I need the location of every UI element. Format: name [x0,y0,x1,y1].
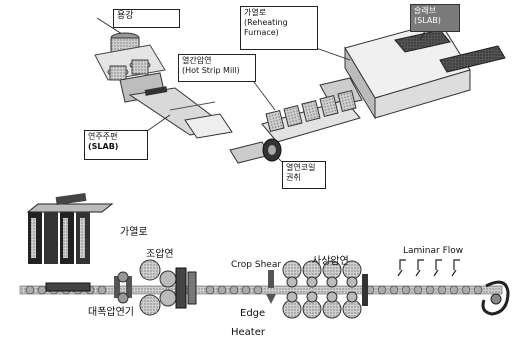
coil-sublabel: 권취 [286,173,301,182]
furnace-sublabel-1: (Reheating [244,18,288,27]
furnace-label-upper: 가열로 [244,8,267,17]
callout-reheating-furnace: 가열로 (Reheating Furnace) [240,6,318,50]
coil-illustration [262,138,282,162]
caster-label: 연주주편 [88,132,118,141]
width-press-label: 대폭압연기 [88,307,134,318]
width-press-illustration [114,271,132,304]
slab-sublabel: (SLAB) [414,16,441,25]
hsm-sublabel: (Hot Strip Mill) [182,66,240,75]
finishing-mill-illustration [282,260,368,319]
edge-heater-label-line2: Heater [231,327,265,338]
crop-shear-label: Crop Shear [231,260,282,270]
hsm-label: 열간압연 [182,56,212,65]
hot-strip-mill-illustration [229,89,361,164]
furnace-block-illustration [26,192,114,264]
callout-slab: 슬래브 (SLAB) [410,4,460,32]
crop-shear-illustration [266,270,276,304]
laminar-flow-sprays [397,259,460,277]
roller-table [19,285,503,295]
callout-coil: 열연코일 권취 [282,161,326,189]
caster-sublabel: (SLAB) [88,142,119,151]
roughing-mill-illustration [139,259,197,316]
reheating-furnace-illustration [319,21,506,120]
callout-ladle: 용강 [113,9,180,28]
slab-on-table [45,282,91,292]
furnace-sublabel-2: Furnace) [244,28,279,37]
ladle-label: 용강 [117,11,134,21]
edge-heater-label-line1: Edge [240,308,266,319]
caster-illustration [94,44,233,139]
slab-label: 슬래브 [414,6,437,15]
finishing-mill-label: 사상압연 [312,256,349,267]
coiler-illustration [481,280,510,316]
laminar-flow-label: Laminar Flow [403,246,464,256]
coil-label: 열연코일 [286,163,316,172]
roughing-mill-label: 조압연 [146,249,174,260]
callout-caster: 연주주편 (SLAB) [84,130,148,160]
reheating-furnace-label: 가열로 [120,227,148,238]
callout-hot-strip-mill: 열간압연 (Hot Strip Mill) [178,54,256,82]
